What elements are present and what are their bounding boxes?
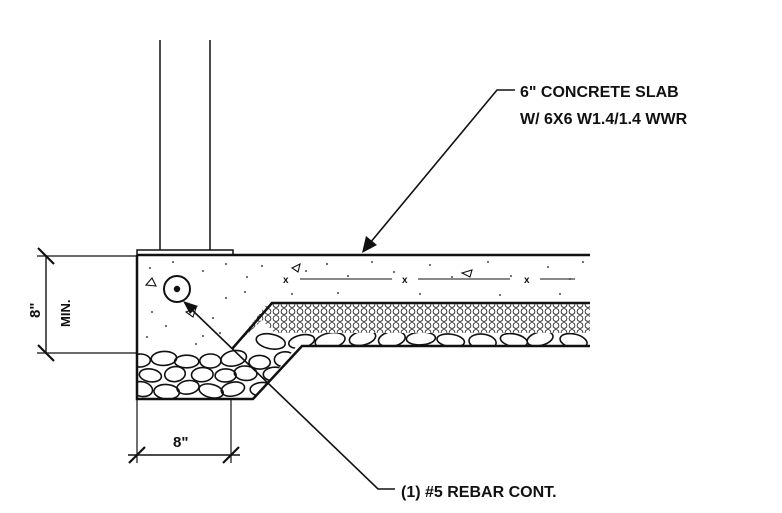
mesh-mark: x xyxy=(283,275,289,286)
gravel-stone xyxy=(190,366,214,383)
rebar-callout: (1) #5 REBAR CONT. xyxy=(401,484,557,501)
welded-wire-mesh: x x x xyxy=(283,275,575,286)
gravel-stone xyxy=(176,379,200,395)
gravel-stone xyxy=(468,333,497,351)
slab-callout-line2: W/ 6X6 W1.4/1.4 WWR xyxy=(520,111,688,128)
gravel-stone xyxy=(137,380,154,398)
gravel-base xyxy=(137,329,588,398)
gravel-stone xyxy=(137,353,152,368)
gravel-stone xyxy=(559,332,588,350)
mesh-mark: x xyxy=(402,275,408,286)
gravel-stone xyxy=(220,381,246,398)
thickness-value: 8" xyxy=(27,303,44,318)
gravel-stone xyxy=(173,354,200,369)
rebar xyxy=(163,275,191,303)
gravel-stone xyxy=(150,350,178,367)
gravel-stone xyxy=(255,332,287,350)
gravel-stone xyxy=(248,354,272,370)
gravel-stone xyxy=(199,353,222,369)
gravel-stone xyxy=(285,366,311,382)
width-dimension: 8" xyxy=(128,399,240,464)
slab-leader xyxy=(362,89,515,253)
gravel-stone xyxy=(163,365,187,383)
gravel-stone xyxy=(436,333,466,348)
gravel-stone xyxy=(233,365,258,382)
slab-callout-line1: 6" CONCRETE SLAB xyxy=(520,84,679,101)
width-value: 8" xyxy=(173,434,188,451)
gravel-stone xyxy=(405,331,437,346)
gravel-stone xyxy=(214,368,237,383)
gravel-stone xyxy=(314,331,346,350)
concrete-stipple xyxy=(146,261,584,345)
gravel-stone xyxy=(220,349,248,367)
thickness-note: MIN. xyxy=(58,300,73,327)
column xyxy=(136,40,234,256)
mesh-mark: x xyxy=(524,275,530,286)
rebar-leader xyxy=(183,301,395,490)
gravel-stone xyxy=(153,383,181,398)
thickness-dimension: 8" MIN. xyxy=(27,247,137,362)
gravel-stone xyxy=(138,368,163,383)
